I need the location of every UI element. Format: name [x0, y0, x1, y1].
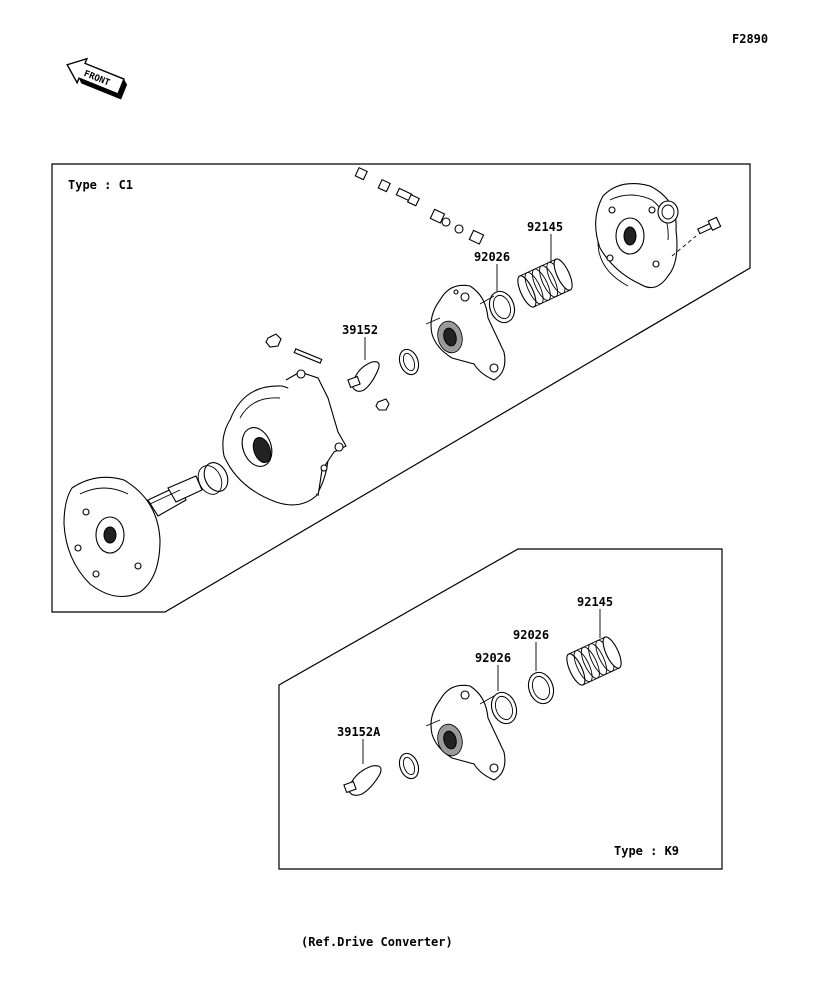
caption: (Ref.Drive Converter): [301, 935, 453, 949]
panel-type-k9: Type : K9 92145 92026: [278, 548, 723, 870]
spring-92145: [517, 258, 573, 308]
callout-39152: 39152: [342, 323, 378, 337]
weight-39152a: [343, 765, 382, 796]
callout-92026-b: 92026: [475, 651, 511, 665]
washer-k9: [398, 752, 420, 780]
callout-92026-a: 92026: [513, 628, 549, 642]
weight-39152: [347, 361, 380, 392]
callout-92026: 92026: [474, 250, 510, 264]
movable-sheave: [222, 369, 347, 506]
spider-assembly: [425, 284, 506, 381]
panel-c1-frame: [51, 163, 751, 613]
fixed-sheave: [63, 475, 203, 598]
figure-code: F2890: [732, 32, 768, 46]
panel-type-c1: Type : C1: [51, 163, 751, 613]
spider-assembly-k9: [425, 684, 506, 781]
callout-92145-k9: 92145: [577, 595, 613, 609]
washer: [398, 348, 420, 376]
cover-bushing: [657, 200, 679, 224]
callout-92145: 92145: [527, 220, 563, 234]
cover-bolt: [697, 216, 722, 235]
panel-k9-frame: [278, 548, 723, 870]
callout-39152a: 39152A: [337, 725, 381, 739]
roller-parts: [354, 166, 485, 245]
spring-92145-k9: [566, 636, 622, 686]
ring-92026-a: [527, 671, 555, 705]
nut-pins: [265, 333, 390, 411]
collar: [197, 462, 229, 495]
front-arrow-icon: FRONT: [66, 57, 128, 100]
rear-cover-plate: [595, 183, 678, 289]
panel-k9-type-label: Type : K9: [614, 844, 679, 858]
panel-c1-type-label: Type : C1: [68, 178, 133, 192]
ring-92026-b: [490, 691, 518, 725]
ring-92026: [488, 290, 516, 324]
